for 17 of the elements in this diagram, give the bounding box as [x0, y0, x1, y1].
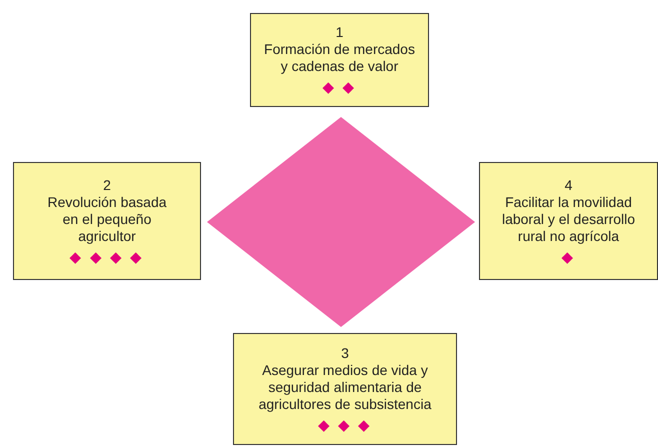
text-box: [13, 162, 201, 280]
box-text: Facilitar la movilidad laboral y el desarrollo rural no agrícola: [500, 194, 636, 244]
rating-marks: ◆: [562, 248, 576, 266]
rating-marks: ◆ ◆ ◆ ◆: [70, 248, 144, 266]
rating-marks: ◆ ◆ ◆: [318, 416, 372, 434]
step-number: 1: [336, 24, 344, 41]
rating-marks: ◆ ◆: [322, 79, 357, 96]
diamond-shape: [207, 117, 475, 327]
text-box: [233, 333, 457, 445]
box-text: Formación de mercados y cadenas de valor: [263, 41, 416, 75]
step-number: 4: [564, 176, 572, 194]
box-text: Asegurar medios de vida y seguridad alimentaria de agricultores de subsistencia: [258, 362, 432, 412]
step-number: 2: [103, 176, 111, 194]
box-text: Revolución basada en el pequeño agricultor: [46, 194, 168, 244]
text-box: [479, 162, 658, 280]
step-number: 3: [341, 344, 349, 362]
text-box: [250, 13, 429, 107]
